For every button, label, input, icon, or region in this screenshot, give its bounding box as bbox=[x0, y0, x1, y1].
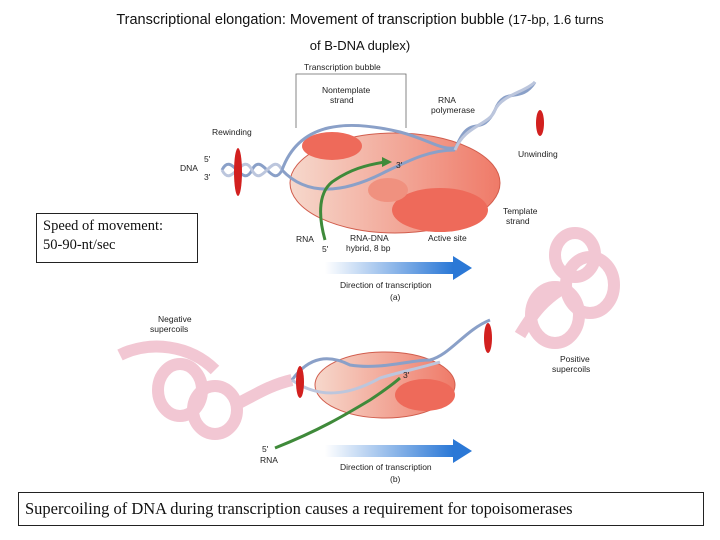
label-three-prime-b: 3' bbox=[403, 370, 410, 380]
label-transcription-bubble: Transcription bubble bbox=[304, 62, 381, 72]
title-detail: (17-bp, 1.6 turns bbox=[508, 12, 604, 27]
speed-callout: Speed of movement: 50-90-nt/sec bbox=[36, 213, 198, 263]
label-rna-five-prime: 5' bbox=[322, 244, 329, 254]
rotation-arrow-left-b bbox=[296, 366, 304, 398]
dna-left-strand-2 bbox=[220, 162, 284, 178]
label-rewinding: Rewinding bbox=[212, 127, 252, 137]
dna-strand-b-2 bbox=[291, 360, 441, 395]
polymerase-lobe-middle bbox=[368, 178, 408, 202]
label-positive-2: supercoils bbox=[552, 364, 590, 374]
label-active-site: Active site bbox=[428, 233, 467, 243]
label-dna: DNA bbox=[180, 163, 198, 173]
polymerase-lobe-right bbox=[392, 188, 488, 232]
panel-b: Negative supercoils Positive supercoils … bbox=[117, 227, 620, 484]
negative-supercoil bbox=[117, 340, 294, 440]
label-five-prime: 5' bbox=[204, 154, 211, 164]
direction-arrowhead-a bbox=[453, 256, 472, 280]
template-strand bbox=[280, 148, 456, 191]
dna-right-strand-1 bbox=[453, 81, 537, 151]
polymerase-lobe-upper bbox=[302, 132, 362, 160]
label-unwinding: Unwinding bbox=[518, 149, 558, 159]
footer-caption: Supercoiling of DNA during transcription… bbox=[18, 492, 704, 526]
label-rna-polymerase-2: polymerase bbox=[431, 105, 475, 115]
slide-title-line2: of B-DNA duplex) bbox=[309, 38, 411, 53]
speed-line-2: 50-90-nt/sec bbox=[43, 237, 116, 253]
speed-line-1: Speed of movement: bbox=[43, 218, 164, 234]
label-negative-2: supercoils bbox=[150, 324, 188, 334]
transcription-bubble-bracket bbox=[295, 73, 407, 128]
title-main: Transcriptional elongation: Movement of … bbox=[116, 12, 505, 28]
dna-right-strand-2 bbox=[453, 80, 537, 151]
label-rna-b: RNA bbox=[260, 455, 278, 465]
rewinding-arrow bbox=[234, 148, 242, 196]
slide-title: Transcriptional elongation: Movement of … bbox=[0, 12, 720, 28]
unwinding-arrow bbox=[536, 110, 544, 136]
label-template-1: Template bbox=[503, 206, 538, 216]
label-five-prime-b: 5' bbox=[262, 444, 269, 454]
label-rna-polymerase-1: RNA bbox=[438, 95, 456, 105]
label-three-prime: 3' bbox=[204, 172, 211, 182]
label-panel-a: (a) bbox=[390, 292, 401, 302]
label-nontemplate-1: Nontemplate bbox=[322, 85, 370, 95]
positive-supercoil bbox=[514, 227, 620, 349]
label-nontemplate-2: strand bbox=[330, 95, 354, 105]
direction-arrowhead-b bbox=[453, 439, 472, 463]
label-direction-a: Direction of transcription bbox=[340, 280, 432, 290]
nontemplate-strand bbox=[280, 123, 456, 171]
label-template-2: strand bbox=[506, 216, 530, 226]
label-panel-b: (b) bbox=[390, 474, 401, 484]
rotation-arrow-right-b bbox=[484, 323, 492, 353]
direction-arrow-bar-b bbox=[325, 445, 453, 457]
label-direction-b: Direction of transcription bbox=[340, 462, 432, 472]
label-hybrid-2: hybrid, 8 bp bbox=[346, 243, 391, 253]
label-three-prime-rna: 3' bbox=[396, 160, 403, 170]
label-rna: RNA bbox=[296, 234, 314, 244]
rna-strand bbox=[319, 160, 386, 241]
dna-strand-b bbox=[290, 318, 491, 381]
panel-a: Transcription bubble Nontemplate strand … bbox=[180, 62, 558, 302]
rna-strand-b bbox=[274, 376, 401, 450]
rna-arrowhead bbox=[382, 157, 392, 167]
label-hybrid-1: RNA-DNA bbox=[350, 233, 389, 243]
direction-arrow-bar-a bbox=[325, 262, 453, 274]
label-positive-1: Positive bbox=[560, 354, 590, 364]
polymerase-lobe-b bbox=[395, 379, 455, 411]
label-negative-1: Negative bbox=[158, 314, 192, 324]
